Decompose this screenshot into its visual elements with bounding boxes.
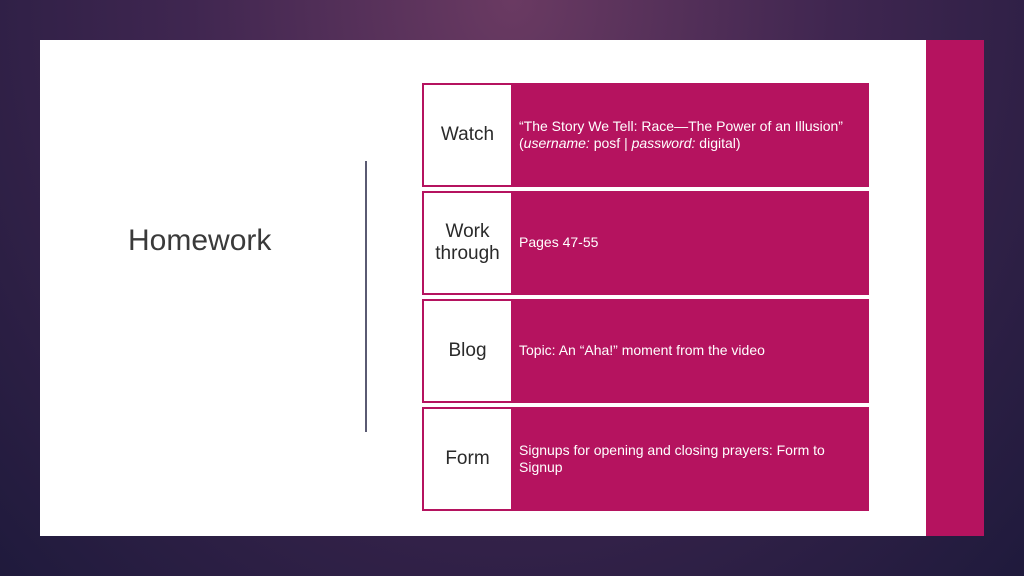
row-description: Signups for opening and closing prayers:… bbox=[511, 407, 869, 511]
row-label: Watch bbox=[422, 83, 511, 187]
password-label: password: bbox=[631, 135, 696, 151]
slide: Homework Watch “The Story We Tell: Race—… bbox=[40, 40, 984, 536]
row-label: Work through bbox=[422, 191, 511, 295]
homework-row-work-through: Work through Pages 47-55 bbox=[422, 191, 869, 295]
row-description: “The Story We Tell: Race—The Power of an… bbox=[511, 83, 869, 187]
watch-title: “The Story We Tell: Race—The Power of an… bbox=[519, 117, 843, 152]
vertical-divider bbox=[365, 161, 367, 432]
username-label: username: bbox=[523, 135, 590, 151]
homework-row-form: Form Signups for opening and closing pra… bbox=[422, 407, 869, 511]
homework-row-blog: Blog Topic: An “Aha!” moment from the vi… bbox=[422, 299, 869, 403]
slide-title: Homework bbox=[128, 224, 272, 257]
row-description: Topic: An “Aha!” moment from the video bbox=[511, 299, 869, 403]
password-value: digital) bbox=[695, 135, 741, 151]
accent-bar bbox=[926, 40, 984, 536]
homework-row-watch: Watch “The Story We Tell: Race—The Power… bbox=[422, 83, 869, 187]
row-description: Pages 47-55 bbox=[511, 191, 869, 295]
username-value: posf | bbox=[589, 135, 632, 151]
row-label: Form bbox=[422, 407, 511, 511]
row-label: Blog bbox=[422, 299, 511, 403]
